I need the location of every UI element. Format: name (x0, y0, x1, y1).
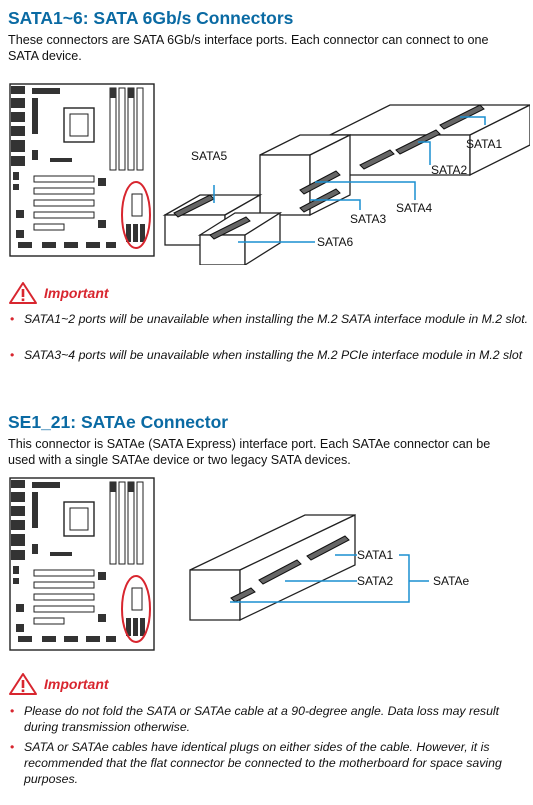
sata3-label: SATA3 (350, 212, 387, 226)
important-item: • SATA or SATAe cables have identical pl… (10, 740, 502, 786)
satae-sata2-label: SATA2 (357, 574, 394, 588)
sata1-label: SATA1 (466, 137, 503, 151)
motherboard-diagram-1 (9, 83, 155, 257)
important-item: • Please do not fold the SATA or SATAe c… (10, 704, 500, 734)
section1-intro: These connectors are SATA 6Gb/s interfac… (8, 33, 489, 63)
bullet-icon: • (10, 740, 15, 754)
warning-icon (9, 673, 37, 695)
important-label: Important (44, 285, 109, 301)
section2-intro: This connector is SATAe (SATA Express) i… (8, 437, 491, 467)
sata6-label: SATA6 (317, 235, 354, 249)
warning-icon (9, 282, 37, 304)
bullet-icon: • (10, 704, 15, 718)
satae-highlight-ellipse (121, 575, 151, 643)
sata4-label: SATA4 (396, 201, 433, 215)
section1-title: SATA1~6: SATA 6Gb/s Connectors (8, 8, 294, 28)
important-item: • SATA3~4 ports will be unavailable when… (10, 348, 523, 362)
important-item: • SATA1~2 ports will be unavailable when… (10, 312, 529, 326)
sata-connectors-illustration: SATA1 SATA2 SATA4 SATA3 SATA5 SATA6 (162, 104, 530, 265)
important-label: Important (44, 676, 109, 692)
section2-title: SE1_21: SATAe Connector (8, 412, 229, 432)
bullet-icon: • (10, 312, 15, 326)
satae-sata1-label: SATA1 (357, 548, 394, 562)
bullet-icon: • (10, 348, 15, 362)
sata5-label: SATA5 (191, 149, 228, 163)
sata2-label: SATA2 (431, 163, 468, 177)
satae-label: SATAe (433, 574, 470, 588)
satae-connector-illustration: SATA1 SATA2 SATAe (189, 513, 470, 622)
motherboard-diagram-2 (9, 477, 155, 651)
sata-highlight-ellipse (121, 181, 151, 249)
